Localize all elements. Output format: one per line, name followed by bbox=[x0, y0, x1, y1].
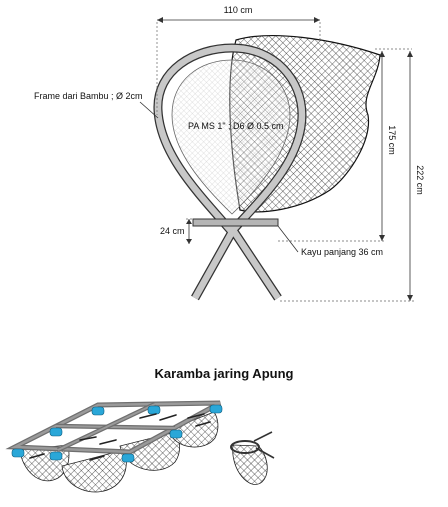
net-height-label: 175 cm bbox=[387, 125, 397, 155]
base-height-label: 24 cm bbox=[160, 226, 185, 236]
crossbar-label: Kayu panjang 36 cm bbox=[301, 247, 383, 257]
width-label: 110 cm bbox=[224, 5, 253, 15]
crossbar-callout: Kayu panjang 36 cm bbox=[277, 225, 383, 257]
material-label: PA MS 1" ; D6 Ø 0.5 cm bbox=[188, 121, 284, 131]
scoop-net-illustration bbox=[230, 431, 275, 485]
section-title: Karamba jaring Apung bbox=[155, 366, 294, 381]
base-height-dimension: 24 cm bbox=[160, 218, 194, 244]
total-height-dimension: 222 cm bbox=[278, 51, 425, 302]
frame-label: Frame dari Bambu ; Ø 2cm bbox=[34, 91, 143, 101]
floating-cage-illustration bbox=[5, 400, 223, 493]
net-height-dimension: 175 cm bbox=[375, 48, 412, 241]
width-dimension: 110 cm bbox=[156, 5, 321, 115]
crossbar bbox=[192, 218, 279, 227]
bamboo-frame bbox=[153, 43, 307, 301]
total-height-label: 222 cm bbox=[415, 165, 425, 195]
frame-callout: Frame dari Bambu ; Ø 2cm bbox=[34, 91, 159, 119]
